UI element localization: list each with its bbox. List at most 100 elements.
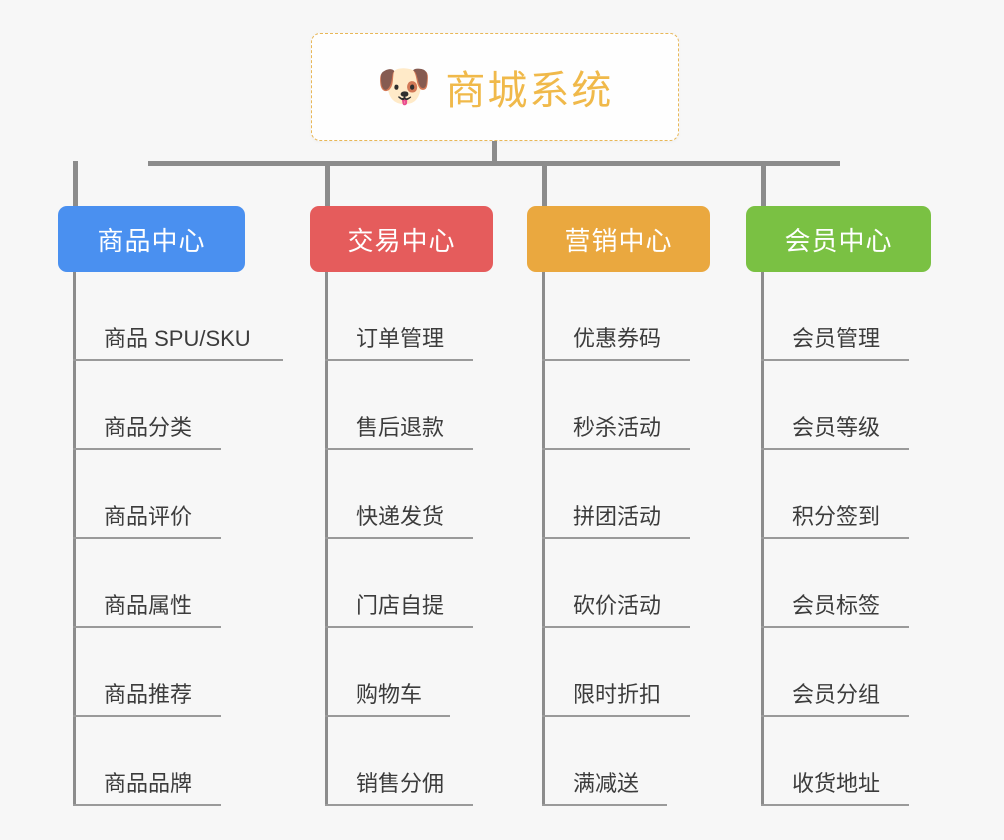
branch-header-label: 交易中心 (347, 225, 456, 256)
branch-member-center: 会员中心会员管理会员等级积分签到会员标签会员分组收货地址 (746, 206, 931, 806)
leaf-label: 砍价活动 (573, 593, 662, 618)
leaf-underline (325, 715, 450, 717)
branch-header-label: 会员中心 (784, 225, 893, 256)
leaf-item[interactable]: 积分签到 (746, 450, 931, 539)
leaf-underline (73, 804, 221, 806)
leaf-item[interactable]: 商品分类 (58, 361, 245, 450)
leaf-underline (542, 715, 690, 717)
branch-trade-center: 交易中心订单管理售后退款快递发货门店自提购物车销售分佣 (310, 206, 493, 806)
leaf-label: 快递发货 (356, 504, 445, 529)
leaf-label: 优惠券码 (573, 326, 662, 351)
connector-drop-marketing-center (542, 161, 547, 206)
leaf-underline (325, 626, 473, 628)
leaf-underline (761, 626, 909, 628)
branch-header-label: 营销中心 (564, 225, 673, 256)
leaf-label: 商品属性 (104, 593, 193, 618)
leaf-label: 购物车 (356, 682, 423, 707)
leaf-label: 商品分类 (104, 415, 193, 440)
leaf-item[interactable]: 商品评价 (58, 450, 245, 539)
leaf-item[interactable]: 秒杀活动 (527, 361, 710, 450)
leaf-underline (73, 448, 221, 450)
leaf-item[interactable]: 会员管理 (746, 272, 931, 361)
leaf-label: 销售分佣 (356, 771, 445, 796)
leaf-underline (73, 537, 221, 539)
leaf-underline (325, 804, 473, 806)
leaf-underline (73, 715, 221, 717)
leaf-underline (325, 359, 473, 361)
leaf-item[interactable]: 会员等级 (746, 361, 931, 450)
leaf-item[interactable]: 会员标签 (746, 539, 931, 628)
root-node[interactable]: 🐶 商城系统 (311, 33, 679, 141)
branch-header-product-center[interactable]: 商品中心 (58, 206, 245, 272)
leaf-item[interactable]: 收货地址 (746, 717, 931, 806)
branch-spine-member-center (761, 272, 764, 806)
leaf-item[interactable]: 门店自提 (310, 539, 493, 628)
leaf-underline (73, 359, 283, 361)
leaf-underline (542, 537, 690, 539)
connector-root-stem (492, 141, 497, 165)
leaf-item[interactable]: 商品品牌 (58, 717, 245, 806)
branch-product-center: 商品中心商品 SPU/SKU 商品分类商品评价商品属性商品推荐商品品牌 (58, 206, 283, 806)
leaf-item[interactable]: 商品属性 (58, 539, 245, 628)
leaf-item[interactable]: 售后退款 (310, 361, 493, 450)
leaf-item[interactable]: 砍价活动 (527, 539, 710, 628)
leaf-label: 门店自提 (356, 593, 445, 618)
connector-drop-member-center (761, 161, 766, 206)
leaf-label: 秒杀活动 (573, 415, 662, 440)
leaf-underline (542, 626, 690, 628)
leaf-label: 商品品牌 (104, 771, 193, 796)
connector-drop-product-center (73, 161, 78, 206)
leaf-underline (761, 359, 909, 361)
leaf-underline (325, 448, 473, 450)
leaf-item[interactable]: 商品推荐 (58, 628, 245, 717)
leaf-label: 满减送 (573, 771, 640, 796)
leaf-label: 积分签到 (792, 504, 881, 529)
branch-spine-trade-center (325, 272, 328, 806)
branch-header-label: 商品中心 (97, 225, 206, 256)
leaf-item[interactable]: 销售分佣 (310, 717, 493, 806)
leaf-underline (542, 359, 690, 361)
leaf-label: 会员标签 (792, 593, 881, 618)
branch-header-trade-center[interactable]: 交易中心 (310, 206, 493, 272)
leaf-label: 会员管理 (792, 326, 881, 351)
root-title: 商城系统 (445, 69, 614, 113)
leaf-label: 拼团活动 (573, 504, 662, 529)
leaf-underline (761, 715, 909, 717)
leaf-label: 会员等级 (792, 415, 881, 440)
leaf-underline (542, 448, 690, 450)
leaf-item[interactable]: 订单管理 (310, 272, 493, 361)
leaf-item[interactable]: 满减送 (527, 717, 710, 806)
leaf-underline (73, 626, 221, 628)
leaf-list-trade-center: 订单管理售后退款快递发货门店自提购物车销售分佣 (310, 272, 493, 806)
leaf-label: 商品推荐 (104, 682, 193, 707)
leaf-item[interactable]: 优惠券码 (527, 272, 710, 361)
leaf-item[interactable]: 限时折扣 (527, 628, 710, 717)
leaf-item[interactable]: 会员分组 (746, 628, 931, 717)
leaf-underline (325, 537, 473, 539)
leaf-list-product-center: 商品 SPU/SKU 商品分类商品评价商品属性商品推荐商品品牌 (58, 272, 283, 806)
leaf-item[interactable]: 拼团活动 (527, 450, 710, 539)
leaf-item[interactable]: 商品 SPU/SKU (58, 272, 283, 361)
branch-header-marketing-center[interactable]: 营销中心 (527, 206, 710, 272)
leaf-label: 限时折扣 (573, 682, 662, 707)
leaf-item[interactable]: 购物车 (310, 628, 493, 717)
leaf-underline (542, 804, 667, 806)
branch-spine-product-center (73, 272, 76, 806)
leaf-underline (761, 448, 909, 450)
branch-spine-marketing-center (542, 272, 545, 806)
leaf-list-marketing-center: 优惠券码秒杀活动拼团活动砍价活动限时折扣满减送 (527, 272, 710, 806)
leaf-underline (761, 537, 909, 539)
branch-marketing-center: 营销中心优惠券码秒杀活动拼团活动砍价活动限时折扣满减送 (527, 206, 710, 806)
leaf-label: 会员分组 (792, 682, 881, 707)
branch-header-member-center[interactable]: 会员中心 (746, 206, 931, 272)
leaf-label: 售后退款 (356, 415, 445, 440)
connector-horizontal-bus (148, 161, 840, 166)
leaf-underline (761, 804, 909, 806)
leaf-list-member-center: 会员管理会员等级积分签到会员标签会员分组收货地址 (746, 272, 931, 806)
leaf-label: 商品 SPU/SKU (104, 326, 251, 351)
leaf-label: 收货地址 (792, 771, 881, 796)
leaf-item[interactable]: 快递发货 (310, 450, 493, 539)
connector-drop-trade-center (325, 161, 330, 206)
dog-face-icon: 🐶 (376, 62, 432, 111)
